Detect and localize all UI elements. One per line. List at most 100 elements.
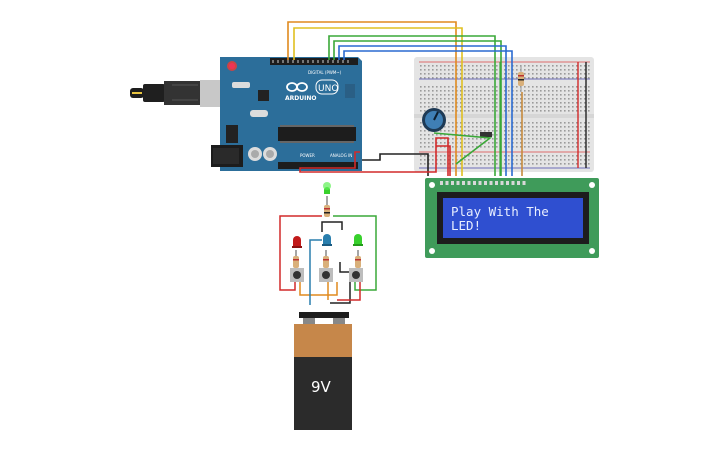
- breadboard-hole: [528, 142, 530, 144]
- breadboard-hole: [492, 138, 494, 140]
- jumper-component: [480, 132, 492, 137]
- breadboard-hole: [496, 134, 498, 136]
- breadboard-hole: [480, 73, 482, 75]
- breadboard-hole: [460, 94, 462, 96]
- breadboard-hole: [424, 86, 426, 88]
- breadboard-hole: [484, 146, 486, 148]
- breadboard-hole: [564, 159, 566, 161]
- breadboard-hole: [452, 77, 454, 79]
- breadboard-hole: [576, 110, 578, 112]
- breadboard-hole: [524, 126, 526, 128]
- breadboard-hole: [544, 122, 546, 124]
- lcd-module[interactable]: Play With The LED!: [425, 178, 599, 258]
- breadboard-hole: [468, 122, 470, 124]
- breadboard-hole: [452, 110, 454, 112]
- breadboard-hole: [472, 138, 474, 140]
- breadboard-hole: [552, 146, 554, 148]
- breadboard-hole: [564, 73, 566, 75]
- breadboard-hole: [544, 126, 546, 128]
- breadboard-hole: [504, 110, 506, 112]
- breadboard-hole: [564, 77, 566, 79]
- breadboard-hole: [532, 122, 534, 124]
- breadboard-hole: [520, 102, 522, 104]
- breadboard-hole: [560, 98, 562, 100]
- breadboard-hole: [492, 126, 494, 128]
- breadboard-hole: [460, 90, 462, 92]
- breadboard-hole: [504, 159, 506, 161]
- breadboard-hole: [580, 69, 582, 71]
- breadboard-hole: [552, 90, 554, 92]
- breadboard-hole: [536, 86, 538, 88]
- breadboard-hole: [488, 98, 490, 100]
- breadboard-hole: [588, 98, 590, 100]
- breadboard-hole: [420, 146, 422, 148]
- breadboard-hole: [464, 77, 466, 79]
- lcd-pin: [456, 181, 460, 185]
- breadboard-hole: [576, 159, 578, 161]
- breadboard-hole: [572, 146, 574, 148]
- arduino-uno-board[interactable]: DIGITAL (PWM~) POWER ANALOG IN ARDUINO U…: [211, 57, 362, 171]
- lcd-line-2: LED!: [451, 218, 481, 233]
- breadboard-hole: [432, 94, 434, 96]
- breadboard-hole: [428, 138, 430, 140]
- breadboard-hole: [588, 155, 590, 157]
- pushbutton-1[interactable]: [290, 268, 304, 282]
- breadboard-hole: [580, 98, 582, 100]
- breadboard-hole: [524, 90, 526, 92]
- breadboard-hole: [516, 134, 518, 136]
- breadboard-hole: [536, 102, 538, 104]
- breadboard-hole: [536, 73, 538, 75]
- breadboard-hole: [584, 102, 586, 104]
- breadboard-hole: [468, 130, 470, 132]
- breadboard-hole: [532, 94, 534, 96]
- breadboard-hole: [448, 110, 450, 112]
- breadboard-hole: [544, 146, 546, 148]
- breadboard-hole: [420, 138, 422, 140]
- resistor-red: [293, 256, 299, 268]
- pushbutton-3[interactable]: [349, 268, 363, 282]
- breadboard-hole: [508, 142, 510, 144]
- pushbutton-2[interactable]: [319, 268, 333, 282]
- breadboard-hole: [564, 163, 566, 165]
- breadboard-hole: [428, 77, 430, 79]
- battery-9v[interactable]: 9V: [294, 312, 352, 430]
- breadboard-hole: [520, 134, 522, 136]
- breadboard-hole: [524, 138, 526, 140]
- breadboard-hole: [428, 98, 430, 100]
- breadboard-hole: [588, 138, 590, 140]
- breadboard-hole: [496, 90, 498, 92]
- breadboard-hole: [504, 130, 506, 132]
- breadboard-hole: [556, 65, 558, 67]
- breadboard-hole: [556, 163, 558, 165]
- breadboard-hole: [472, 69, 474, 71]
- breadboard-hole: [580, 110, 582, 112]
- breadboard-hole: [484, 159, 486, 161]
- digital-header-label: DIGITAL (PWM~): [308, 70, 342, 75]
- breadboard-hole: [552, 138, 554, 140]
- breadboard-hole: [484, 138, 486, 140]
- breadboard-hole: [464, 155, 466, 157]
- breadboard-hole: [584, 155, 586, 157]
- breadboard-hole: [488, 122, 490, 124]
- led-red: [292, 236, 302, 248]
- breadboard-hole: [504, 122, 506, 124]
- resistor-top: [324, 205, 330, 217]
- breadboard-hole: [516, 146, 518, 148]
- breadboard-hole: [576, 138, 578, 140]
- breadboard-hole: [452, 126, 454, 128]
- breadboard-hole: [536, 163, 538, 165]
- breadboard-hole: [488, 163, 490, 165]
- breadboard-hole: [524, 69, 526, 71]
- breadboard-hole: [516, 130, 518, 132]
- breadboard-hole: [544, 106, 546, 108]
- breadboard-hole: [556, 73, 558, 75]
- breadboard-hole: [480, 163, 482, 165]
- breadboard-hole: [520, 138, 522, 140]
- potentiometer[interactable]: [422, 108, 446, 132]
- breadboard-hole: [496, 130, 498, 132]
- breadboard-hole: [536, 110, 538, 112]
- breadboard-hole: [428, 146, 430, 148]
- breadboard-hole: [508, 134, 510, 136]
- breadboard-hole: [464, 142, 466, 144]
- breadboard-hole: [480, 138, 482, 140]
